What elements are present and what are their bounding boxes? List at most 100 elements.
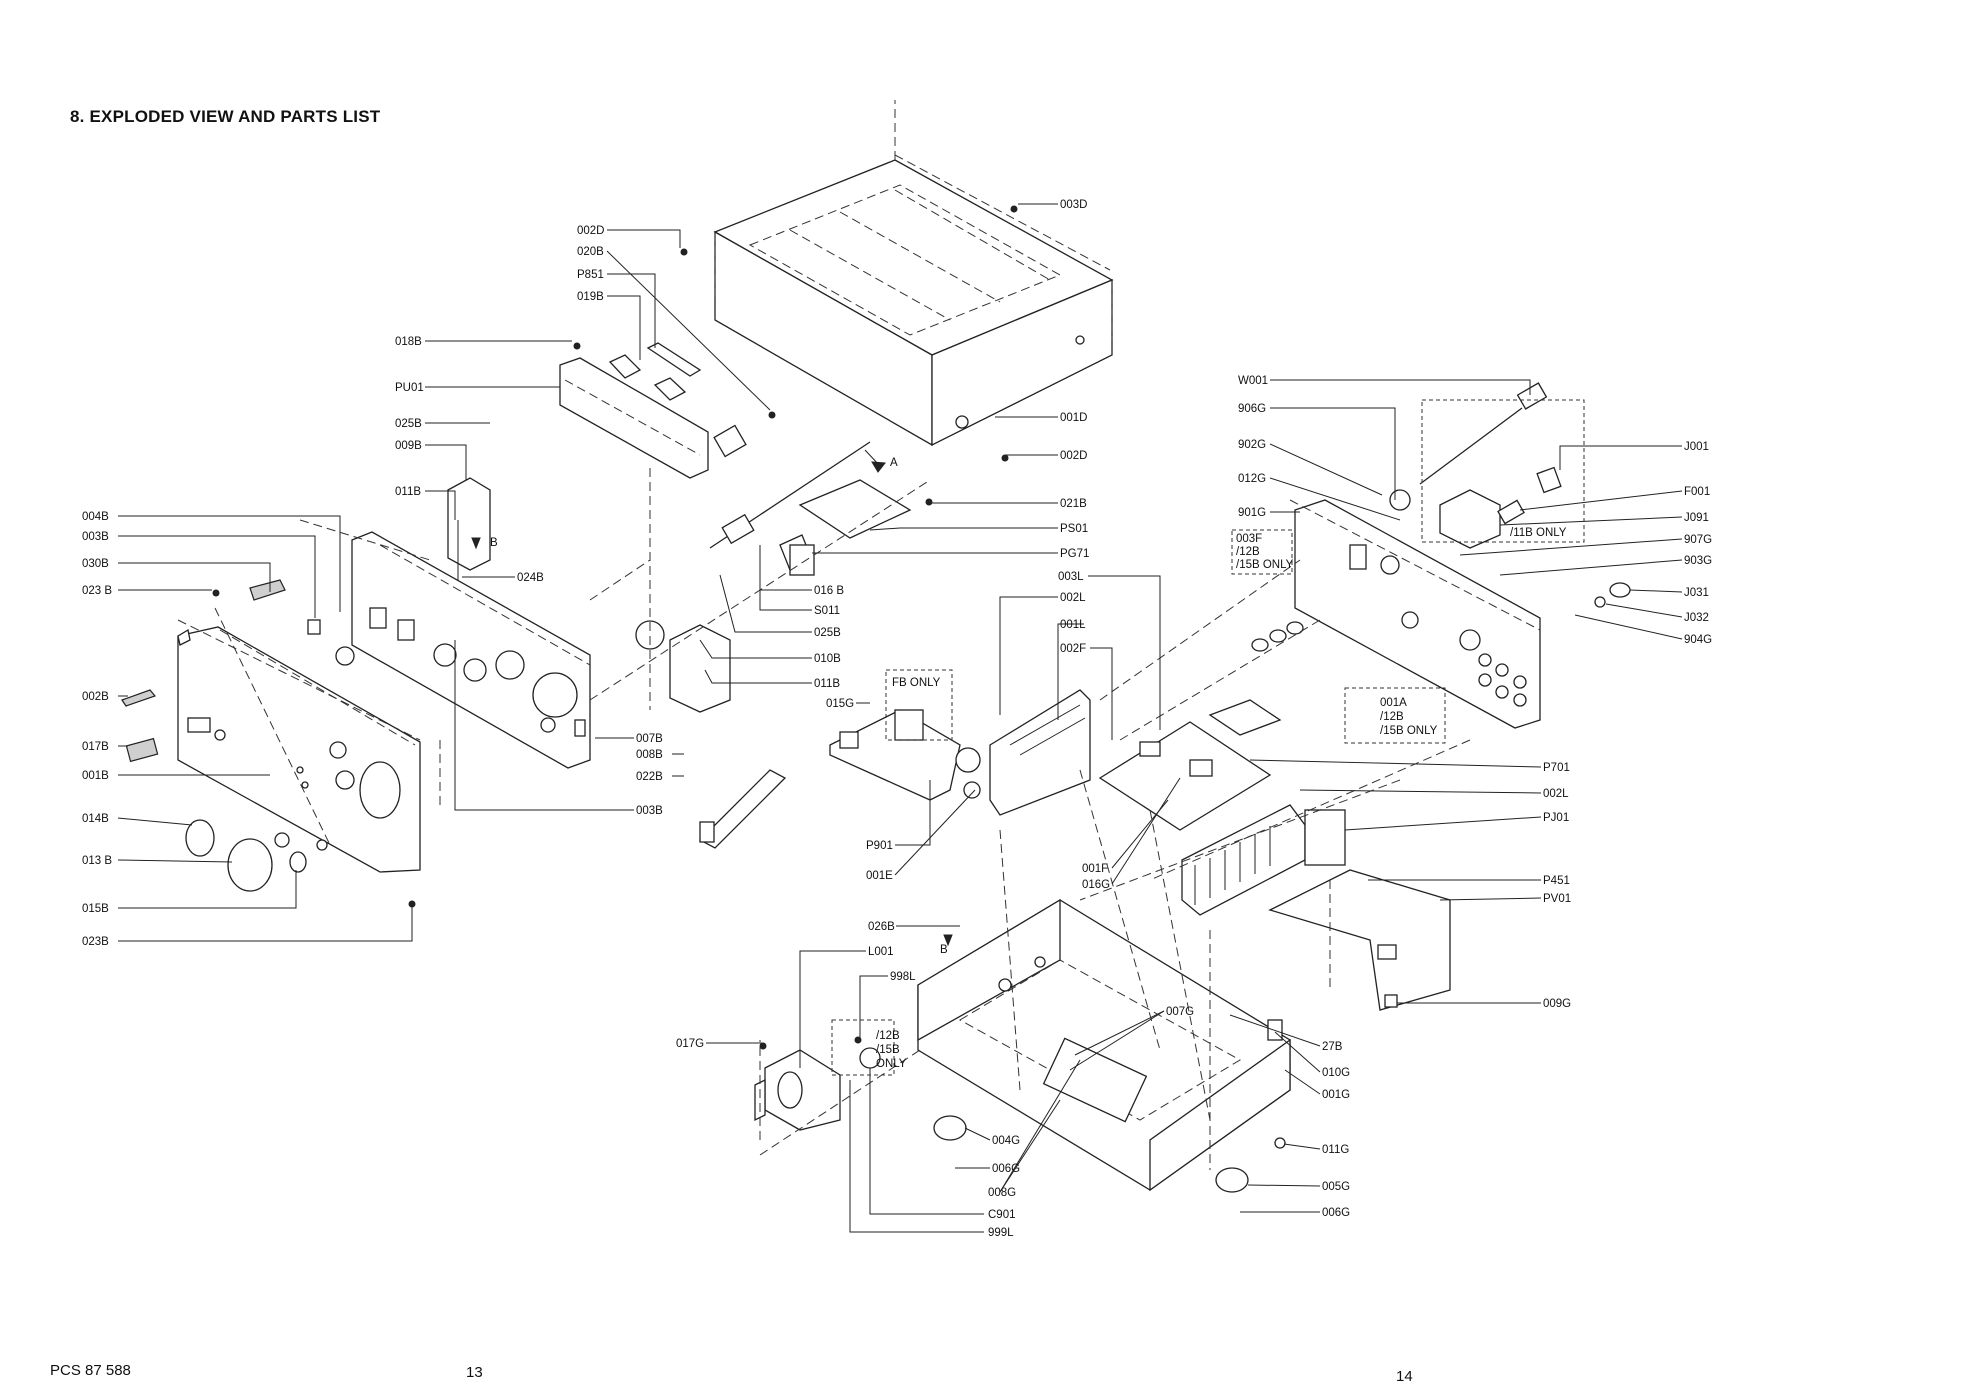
note-text: /15B ONLY <box>1380 725 1438 737</box>
part-label: 008G <box>988 1187 1016 1199</box>
note-11b-box <box>1421 399 1585 543</box>
arrow-label: B <box>940 944 948 956</box>
part-label: C901 <box>988 1209 1016 1221</box>
part-label: 998L <box>890 971 916 983</box>
part-label: 903G <box>1684 555 1712 567</box>
part-label: 008B <box>636 749 663 761</box>
note-text: 003F <box>1236 533 1262 545</box>
page-title: 8. EXPLODED VIEW AND PARTS LIST <box>70 107 381 126</box>
amplifier-board <box>989 689 1451 1011</box>
arrow-label: B <box>490 537 498 549</box>
part-label: 999L <box>988 1227 1014 1239</box>
note-text: /12B <box>876 1030 900 1042</box>
front-panel <box>351 342 709 769</box>
rear-panel <box>1251 382 1631 729</box>
part-label: F001 <box>1684 486 1710 498</box>
part-label: J032 <box>1684 612 1709 624</box>
part-label: J091 <box>1684 512 1709 524</box>
part-label: 006G <box>1322 1207 1350 1219</box>
part-label: L001 <box>868 946 894 958</box>
part-label: 006G <box>992 1163 1020 1175</box>
part-label: 025B <box>814 627 841 639</box>
part-label: 901G <box>1238 507 1266 519</box>
part-label: 026B <box>868 921 895 933</box>
note-text: /15B <box>876 1044 900 1056</box>
fb-only-note: FB ONLY <box>892 677 941 689</box>
part-label: J001 <box>1684 441 1709 453</box>
part-label: PG71 <box>1060 548 1089 560</box>
part-label: 023 B <box>82 585 112 597</box>
bottom-chassis <box>917 898 1291 1193</box>
part-label: 024B <box>517 572 544 584</box>
part-label: 015B <box>82 903 109 915</box>
part-label: 001F <box>1082 863 1108 875</box>
part-label: 018B <box>395 336 422 348</box>
part-label: 907G <box>1684 534 1712 546</box>
transformer <box>754 1036 881 1131</box>
part-label: 017B <box>82 741 109 753</box>
top-cover <box>713 100 1114 447</box>
part-label: W001 <box>1238 375 1268 387</box>
document-code: PCS 87 588 <box>50 1362 131 1379</box>
part-label: 023B <box>82 936 109 948</box>
part-label: 906G <box>1238 403 1266 415</box>
part-label: 011B <box>814 678 840 690</box>
part-label: P851 <box>577 269 604 281</box>
part-label: 009G <box>1543 998 1571 1010</box>
part-label: 030B <box>82 558 109 570</box>
note-text: ONLY <box>876 1058 907 1070</box>
fb-pcb <box>829 709 981 801</box>
top-labels: 002D 020B P851 019B <box>577 225 605 303</box>
arrow-label: A <box>890 457 898 469</box>
part-label: 025B <box>395 418 422 430</box>
part-label: PU01 <box>395 382 424 394</box>
rear-right-labels: J001 F001 J091 907G 903G J031 J032 904G <box>1684 441 1712 646</box>
part-label: 012G <box>1238 473 1266 485</box>
part-label: 002L <box>1060 592 1086 604</box>
part-label: 015G <box>826 698 854 710</box>
part-label: PV01 <box>1543 893 1571 905</box>
part-label: 022B <box>636 771 663 783</box>
part-label: 010G <box>1322 1067 1350 1079</box>
part-label: 019B <box>577 291 604 303</box>
right-labels: P701 002L PJ01 P451 PV01 009G <box>1543 762 1571 1010</box>
pcb-labels: P901 001E <box>866 840 893 882</box>
front-bezel <box>121 579 421 908</box>
part-label: 020B <box>577 246 604 258</box>
direction-arrows <box>471 449 953 947</box>
part-label: 021B <box>1060 498 1087 510</box>
part-label: P901 <box>866 840 893 852</box>
part-label: 003D <box>1060 199 1088 211</box>
part-label: P701 <box>1543 762 1570 774</box>
page-number-left: 13 <box>466 1364 483 1381</box>
rear-left-labels: W001 906G 902G 012G 901G <box>1238 375 1268 519</box>
note-text: /12B <box>1380 711 1404 723</box>
part-label: S011 <box>814 605 840 617</box>
part-label: 001E <box>866 870 893 882</box>
note-001a: 001A /12B /15B ONLY <box>1380 697 1438 737</box>
part-label: 904G <box>1684 634 1712 646</box>
part-label: 007B <box>636 733 663 745</box>
part-label: 013 B <box>82 855 112 867</box>
note-003f: 003F /12B /15B ONLY <box>1236 533 1294 571</box>
part-label: J031 <box>1684 587 1709 599</box>
part-label: 003B <box>636 805 663 817</box>
part-label: 017G <box>676 1038 704 1050</box>
part-label: 003L <box>1058 571 1084 583</box>
part-label: 011B <box>395 486 421 498</box>
part-label: 007G <box>1166 1006 1194 1018</box>
part-label: 016 B <box>814 585 844 597</box>
front-panel-labels: 018B PU01 025B 009B 011B <box>395 336 424 498</box>
leader-lines <box>117 203 1683 1233</box>
part-label: 001D <box>1060 412 1088 424</box>
part-label: 004B <box>82 511 109 523</box>
note-transformer-box <box>831 1019 895 1076</box>
note-001a-box <box>1344 687 1446 744</box>
part-label: 004G <box>992 1135 1020 1147</box>
part-label: 002L <box>1543 788 1569 800</box>
part-label: PJ01 <box>1543 812 1569 824</box>
chassis-labels: 026B L001 998L 017G 007G 27B 010G 001G 0… <box>676 921 1350 1239</box>
note-11b: /11B ONLY <box>1510 527 1567 539</box>
amp-labels: 003L 002L 001L 002F 001F 016G <box>1058 571 1110 891</box>
part-label: 009B <box>395 440 422 452</box>
